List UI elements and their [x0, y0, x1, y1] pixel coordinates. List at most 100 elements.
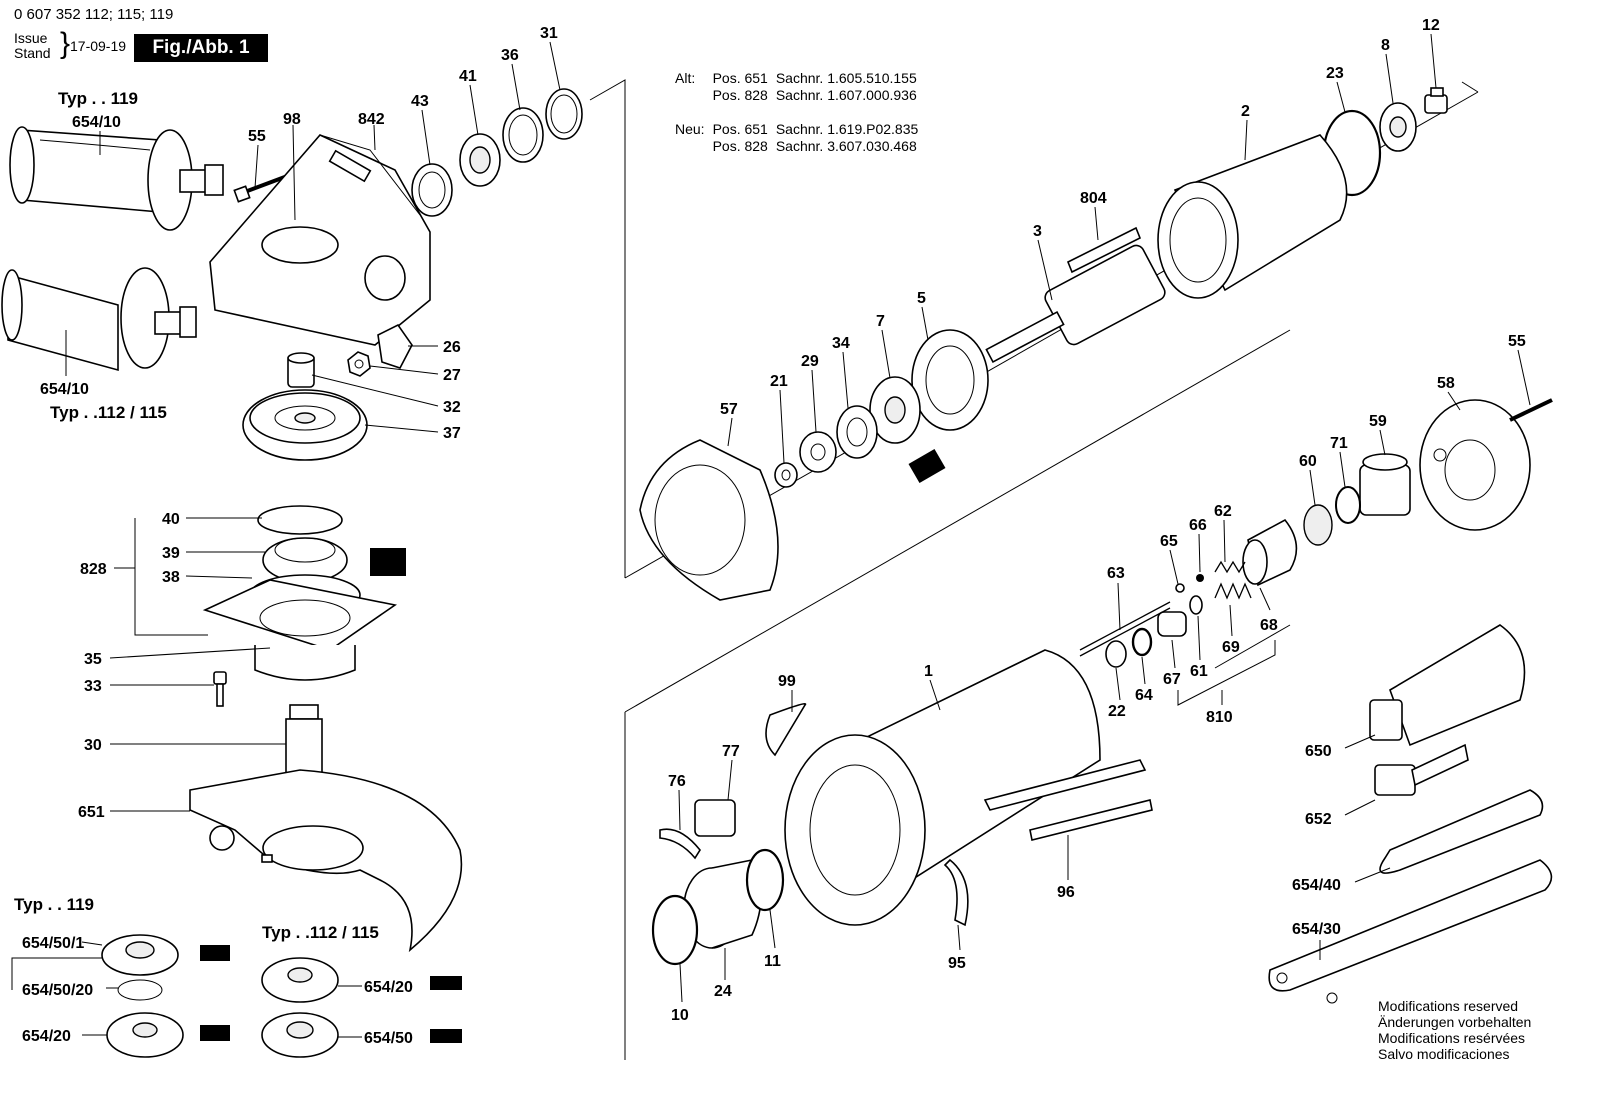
- part-label-76: 76: [668, 773, 686, 790]
- note-pos: Pos. 828: [712, 87, 768, 103]
- part-label-34: 34: [832, 335, 850, 352]
- document-number: 0 607 352 112; 115; 119: [14, 6, 174, 23]
- part-label-65: 65: [1160, 533, 1178, 550]
- part-label-810: 810: [1206, 709, 1233, 726]
- note-pos: Pos. 651: [712, 121, 768, 137]
- aux-handle-112-115: [1, 267, 197, 372]
- shroud-57: [639, 439, 779, 601]
- part-label-654-30: 654/30: [1292, 921, 1341, 938]
- part-label-63: 63: [1107, 565, 1125, 582]
- part-label-35: 35: [84, 651, 102, 668]
- o-ring-61: [1189, 595, 1203, 615]
- label-96: [983, 759, 1153, 841]
- stand-label: Stand: [14, 45, 51, 61]
- part-label-654-50-20: 654/50/20: [22, 982, 93, 999]
- part-label-96: 96: [1057, 884, 1075, 901]
- part-label-38: 38: [162, 569, 180, 586]
- type-label-112-115-top: Typ . .112 / 115: [50, 403, 167, 422]
- lubricant-badges: [200, 448, 946, 1043]
- bolt-55-right: [1509, 398, 1553, 422]
- part-label-651: 651: [78, 804, 105, 821]
- note-sachnr: Sachnr. 3.607.030.468: [775, 138, 917, 154]
- footer-line: Salvo modificaciones: [1378, 1046, 1510, 1062]
- issue-label: Issue: [14, 30, 48, 46]
- rotor-3: [985, 244, 1166, 364]
- note-row: Pos. 828 Sachnr. 3.607.030.468: [675, 138, 926, 155]
- part-label-654-10-b: 654/10: [40, 381, 89, 398]
- gasket-99: [765, 702, 807, 757]
- part-label-12: 12: [1422, 17, 1440, 34]
- flange-nuts: [101, 934, 339, 1058]
- motor-housing-1: [784, 649, 1101, 926]
- o-ring-10: [651, 894, 699, 966]
- part-label-652: 652: [1305, 811, 1332, 828]
- type-label-119-bottom: Typ . . 119: [14, 895, 94, 914]
- part-label-31: 31: [540, 25, 558, 42]
- gear-housing: [209, 134, 431, 346]
- part-label-654-20-b: 654/20: [364, 979, 413, 996]
- part-label-654-20-a: 654/20: [22, 1028, 71, 1045]
- ball-66: [1196, 574, 1204, 582]
- leader-lines: [11, 33, 1531, 1038]
- part-label-654-50-1: 654/50/1: [22, 935, 84, 952]
- figure-label: Fig./Abb. 1: [134, 34, 268, 62]
- bearing-rings-top: [411, 88, 583, 217]
- part-label-30: 30: [84, 737, 102, 754]
- part-label-26: 26: [443, 339, 461, 356]
- cap-58: [1419, 399, 1531, 531]
- revision-notes: Alt: Pos. 651 Sachnr. 1.605.510.155 Pos.…: [675, 70, 926, 155]
- part-labels: 654/10 654/10 55 98 842 43 41 36 31 26 2…: [22, 17, 1526, 1047]
- type-label-112-115-bottom: Typ . .112 / 115: [262, 923, 379, 942]
- part-label-68: 68: [1260, 617, 1278, 634]
- modifications-notice: Modifications reserved Änderungen vorbeh…: [1378, 998, 1531, 1062]
- washer-22: [1105, 640, 1127, 668]
- part-label-5: 5: [917, 290, 926, 307]
- part-label-1: 1: [924, 663, 933, 680]
- o-ring-71: [1335, 486, 1361, 524]
- note-pos: Pos. 651: [712, 70, 768, 86]
- block-77: [694, 799, 736, 837]
- wheel-guard-651: [189, 769, 463, 953]
- pinion-nut-sleeve: [287, 323, 413, 388]
- note-sachnr: Sachnr. 1.619.P02.835: [775, 121, 919, 137]
- brace-glyph: }: [60, 27, 71, 60]
- bolt-55-left: [233, 173, 291, 203]
- part-label-98: 98: [283, 111, 301, 128]
- ball-65: [1175, 583, 1185, 593]
- part-label-24: 24: [714, 983, 732, 1000]
- type-label-119-top: Typ . . 119: [58, 89, 138, 108]
- note-sachnr: Sachnr. 1.605.510.155: [775, 70, 917, 86]
- part-label-61: 61: [1190, 663, 1208, 680]
- part-label-804: 804: [1080, 190, 1107, 207]
- part-label-40: 40: [162, 511, 180, 528]
- nipple-652: [1374, 743, 1469, 796]
- part-label-36: 36: [501, 47, 519, 64]
- part-label-99: 99: [778, 673, 796, 690]
- issue-date: 17-09-19: [70, 38, 127, 54]
- part-label-828: 828: [80, 561, 107, 578]
- part-label-95: 95: [948, 955, 966, 972]
- part-label-23: 23: [1326, 65, 1344, 82]
- part-label-3: 3: [1033, 223, 1042, 240]
- aux-handle-119: [9, 126, 224, 231]
- note-pos: Pos. 828: [712, 138, 768, 154]
- part-label-43: 43: [411, 93, 429, 110]
- part-label-39: 39: [162, 545, 180, 562]
- bevel-gear-37: [242, 389, 368, 461]
- part-label-57: 57: [720, 401, 738, 418]
- part-label-29: 29: [801, 353, 819, 370]
- part-label-7: 7: [876, 313, 885, 330]
- part-label-32: 32: [443, 399, 461, 416]
- footer-line: Modifications resérvées: [1378, 1030, 1526, 1046]
- cylinder-2: [1157, 134, 1348, 299]
- note-sachnr: Sachnr. 1.607.000.936: [775, 87, 917, 103]
- part-label-21: 21: [770, 373, 788, 390]
- part-label-2: 2: [1241, 103, 1250, 120]
- part-label-654-40: 654/40: [1292, 877, 1341, 894]
- note-row: Neu: Pos. 651 Sachnr. 1.619.P02.835: [675, 121, 926, 138]
- ring-34: [836, 405, 878, 459]
- washer-29: [799, 431, 837, 473]
- part-label-654-10-a: 654/10: [72, 114, 121, 131]
- note-alt-label: Alt:: [675, 70, 696, 86]
